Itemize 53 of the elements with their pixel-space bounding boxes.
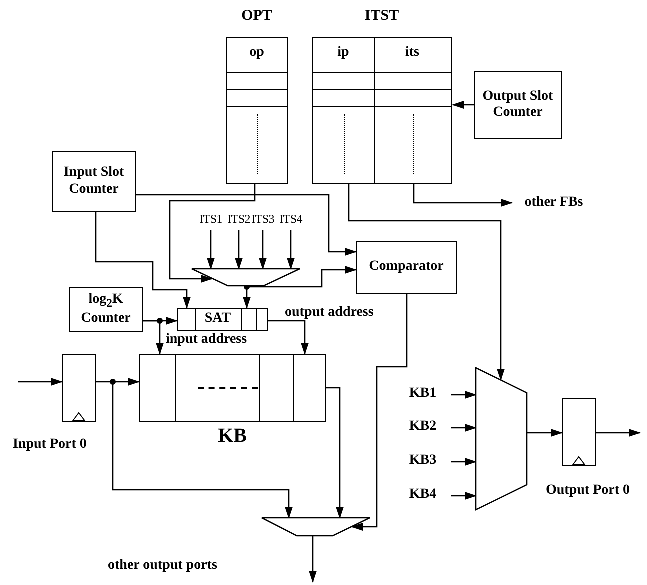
port-label: Input Port 0 <box>13 437 87 453</box>
arrow <box>451 424 477 432</box>
multiplexer <box>262 518 370 536</box>
input-label: KB3 <box>404 453 442 471</box>
port-label: Output Port 0 <box>546 483 630 499</box>
multiplexer <box>476 368 527 510</box>
counter-box: log$_{2}$K Counter <box>69 287 143 332</box>
arrow <box>259 230 267 270</box>
input-label: ITS1 <box>197 212 225 228</box>
input-label: KB1 <box>404 386 442 404</box>
arrow <box>326 387 344 519</box>
arrow <box>596 429 641 437</box>
arrow <box>112 382 293 519</box>
column-header: ip <box>336 45 350 61</box>
block-label: KB <box>217 425 248 448</box>
arrow <box>351 294 408 531</box>
arrow <box>207 230 215 270</box>
counter-box: Input Slot Counter <box>52 151 136 212</box>
input-label: ITS4 <box>277 212 305 228</box>
arrow <box>413 184 513 207</box>
arrow <box>452 101 474 109</box>
address-label: output address <box>285 305 374 321</box>
output-label: other output ports <box>108 558 218 574</box>
column-header: op <box>248 45 266 61</box>
arrow <box>136 194 357 256</box>
arrow <box>95 212 191 309</box>
address-label: input address <box>166 332 248 348</box>
arrow <box>287 230 295 270</box>
column-header: its <box>404 45 420 61</box>
output-label: other FBs <box>514 195 594 213</box>
arrow <box>143 320 164 355</box>
arrow <box>235 230 243 270</box>
input-label: KB2 <box>404 419 442 437</box>
arrow <box>451 492 477 500</box>
comparator-box: Comparator <box>356 241 457 294</box>
arrow <box>18 378 63 386</box>
table-heading: OPT <box>240 8 274 25</box>
arrow <box>348 184 505 381</box>
arrow <box>169 184 256 283</box>
arrow <box>451 391 477 399</box>
arrow <box>451 458 477 466</box>
arrow <box>268 320 309 355</box>
arrow <box>309 536 317 583</box>
arrow <box>527 429 563 437</box>
input-label: KB4 <box>404 487 442 505</box>
counter-box: Output Slot Counter <box>474 71 562 139</box>
address-table: SAT <box>177 308 268 331</box>
arrow <box>247 266 357 288</box>
register-box <box>62 354 96 422</box>
arrow <box>96 378 140 386</box>
register-box <box>562 398 596 466</box>
multiplexer <box>192 269 300 287</box>
table-heading: ITST <box>364 8 400 25</box>
